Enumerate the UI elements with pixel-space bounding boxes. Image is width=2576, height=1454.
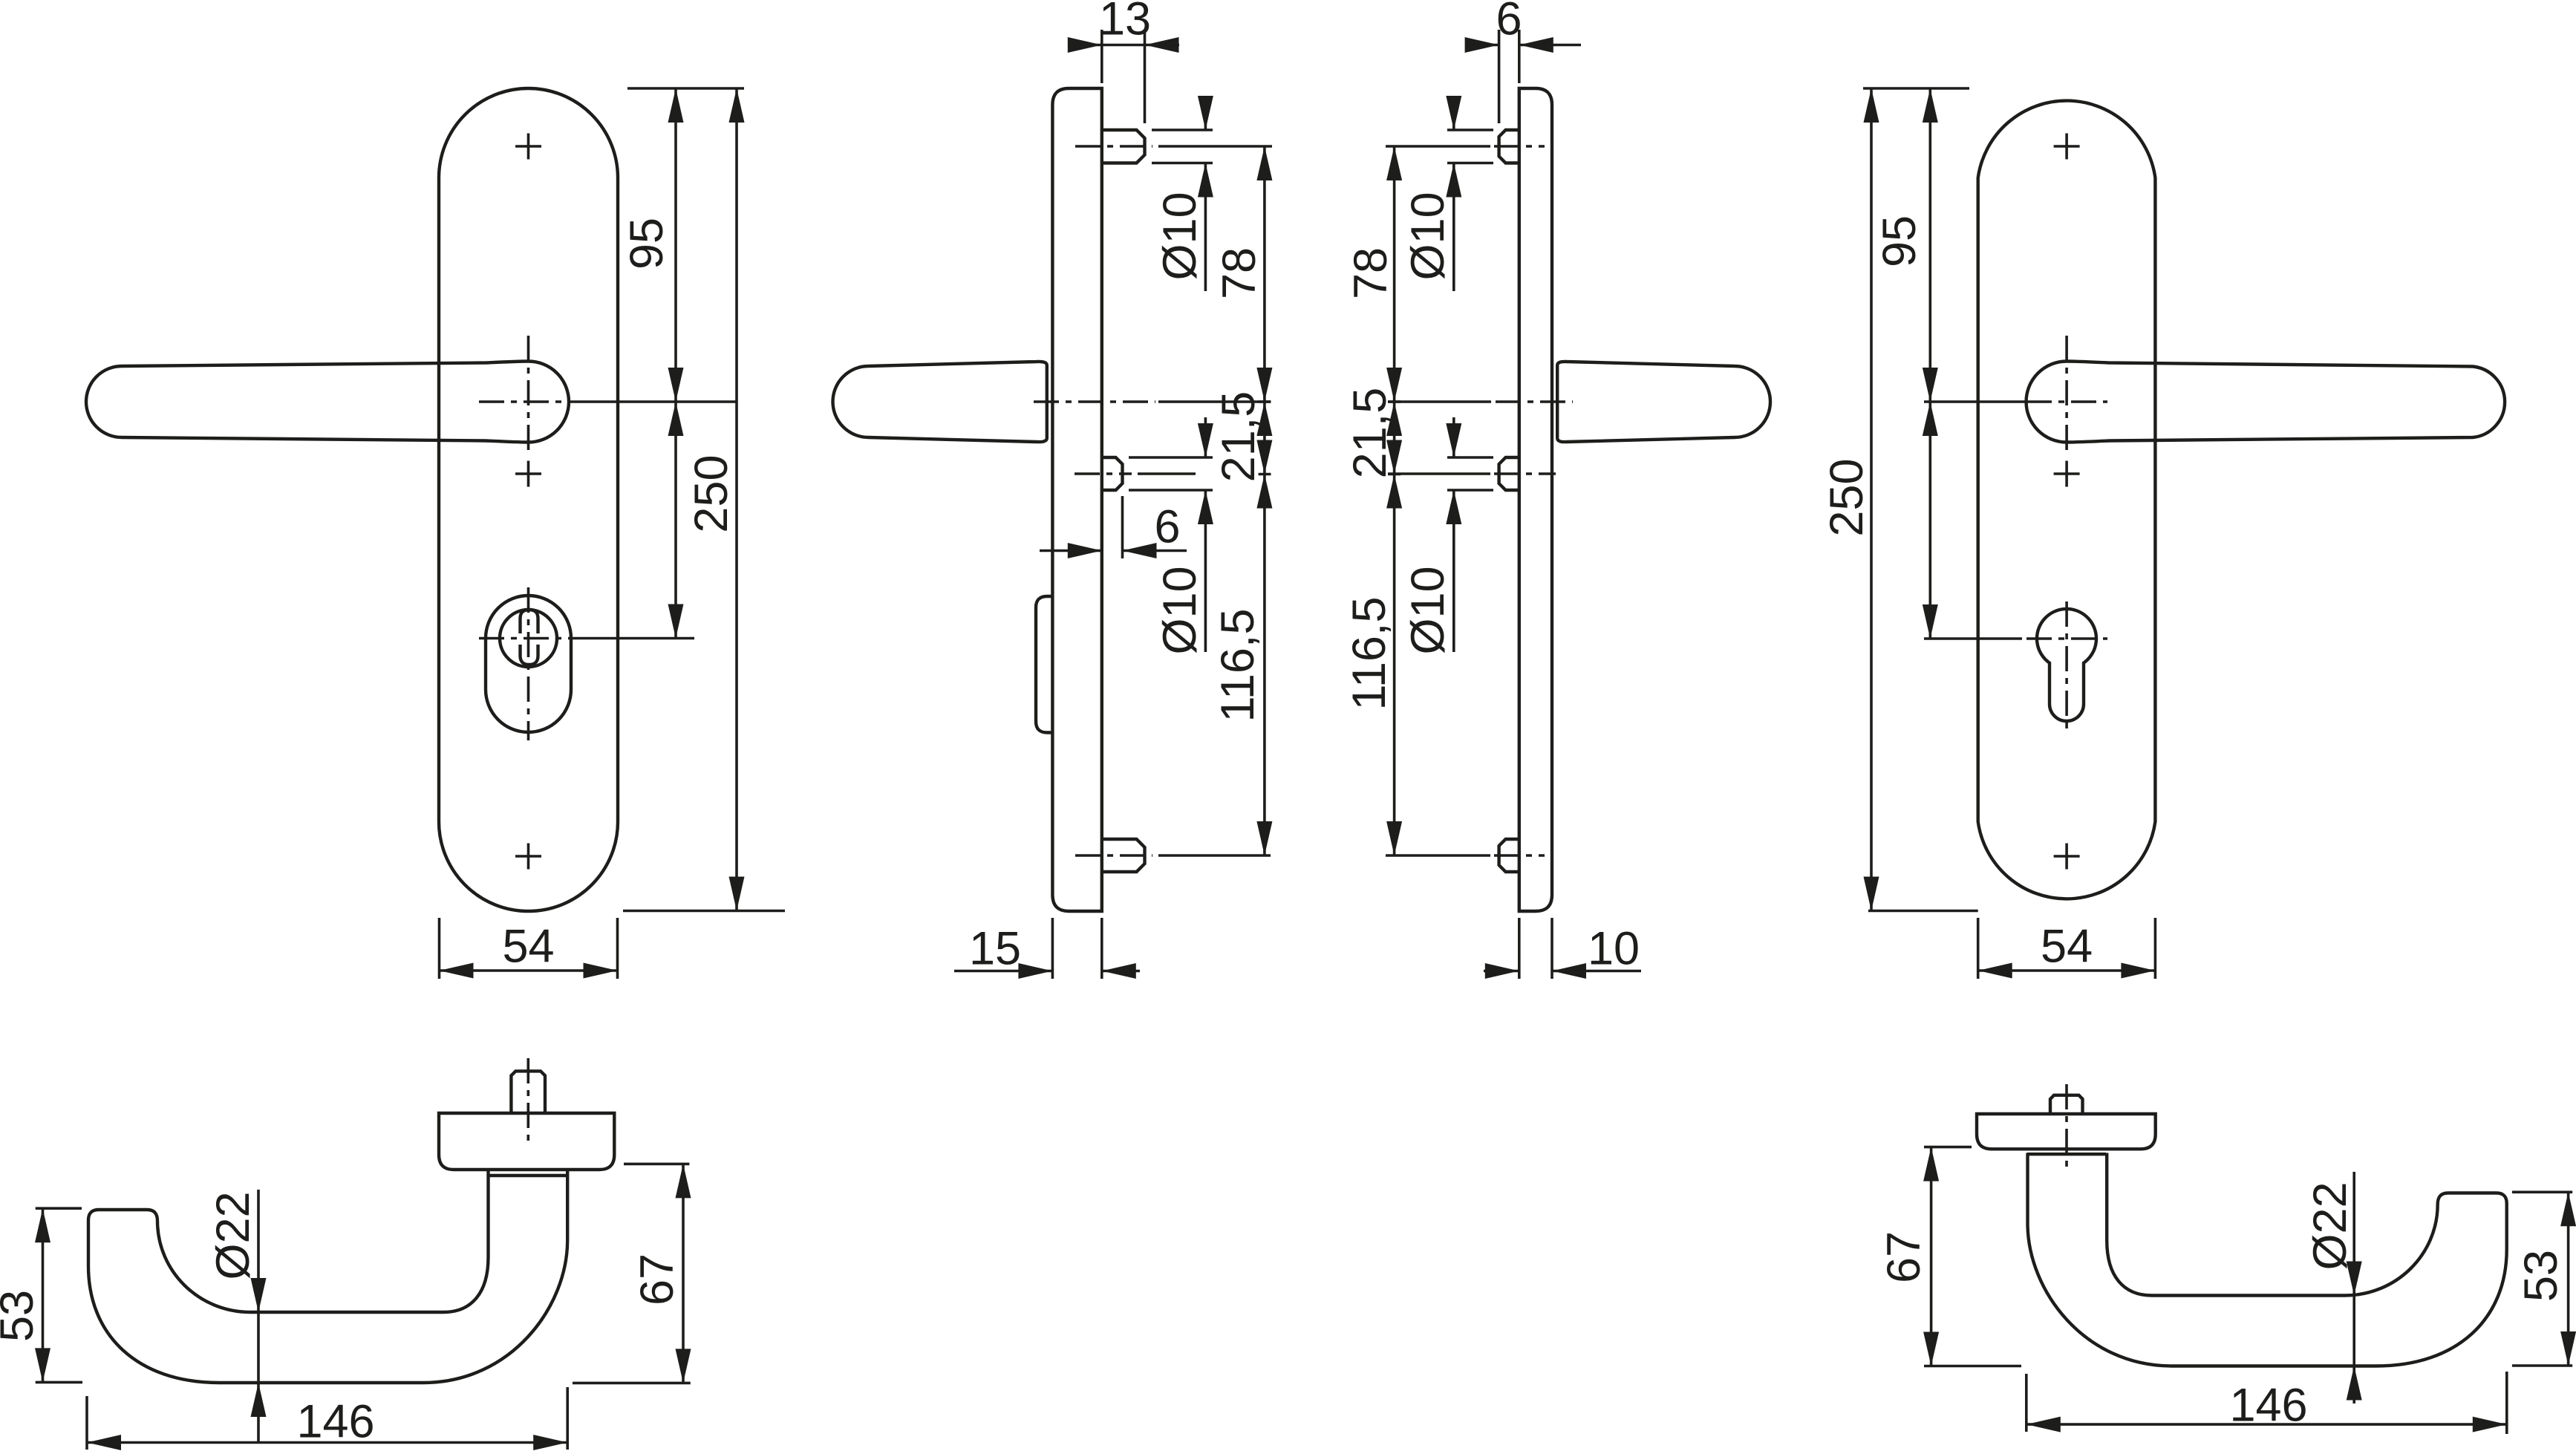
svg-text:67: 67	[631, 1253, 683, 1305]
svg-text:13: 13	[1099, 0, 1151, 45]
svg-text:10: 10	[1588, 923, 1640, 975]
svg-text:15: 15	[969, 923, 1021, 975]
svg-text:Ø22: Ø22	[207, 1191, 259, 1279]
svg-text:78: 78	[1345, 247, 1397, 299]
svg-text:116,5: 116,5	[1343, 597, 1395, 711]
svg-text:146: 146	[296, 1396, 374, 1448]
svg-text:53: 53	[2515, 1250, 2567, 1302]
svg-text:Ø10: Ø10	[1154, 566, 1206, 654]
svg-text:95: 95	[621, 218, 673, 270]
svg-text:250: 250	[1821, 458, 1873, 536]
svg-text:250: 250	[685, 454, 737, 532]
svg-text:78: 78	[1213, 247, 1265, 299]
svg-text:6: 6	[1496, 0, 1522, 45]
svg-text:Ø10: Ø10	[1402, 566, 1454, 654]
svg-text:Ø10: Ø10	[1154, 192, 1206, 280]
svg-text:21,5: 21,5	[1344, 388, 1396, 479]
svg-text:Ø10: Ø10	[1402, 192, 1454, 280]
svg-text:53: 53	[0, 1290, 43, 1342]
svg-text:146: 146	[2229, 1380, 2307, 1432]
svg-text:95: 95	[1874, 215, 1926, 267]
svg-text:54: 54	[2041, 921, 2093, 973]
svg-text:67: 67	[1878, 1231, 1930, 1283]
svg-text:6: 6	[1154, 501, 1180, 553]
svg-text:54: 54	[502, 921, 554, 973]
svg-text:21,5: 21,5	[1213, 391, 1265, 483]
svg-text:116,5: 116,5	[1212, 609, 1264, 723]
svg-text:Ø22: Ø22	[2304, 1181, 2356, 1270]
